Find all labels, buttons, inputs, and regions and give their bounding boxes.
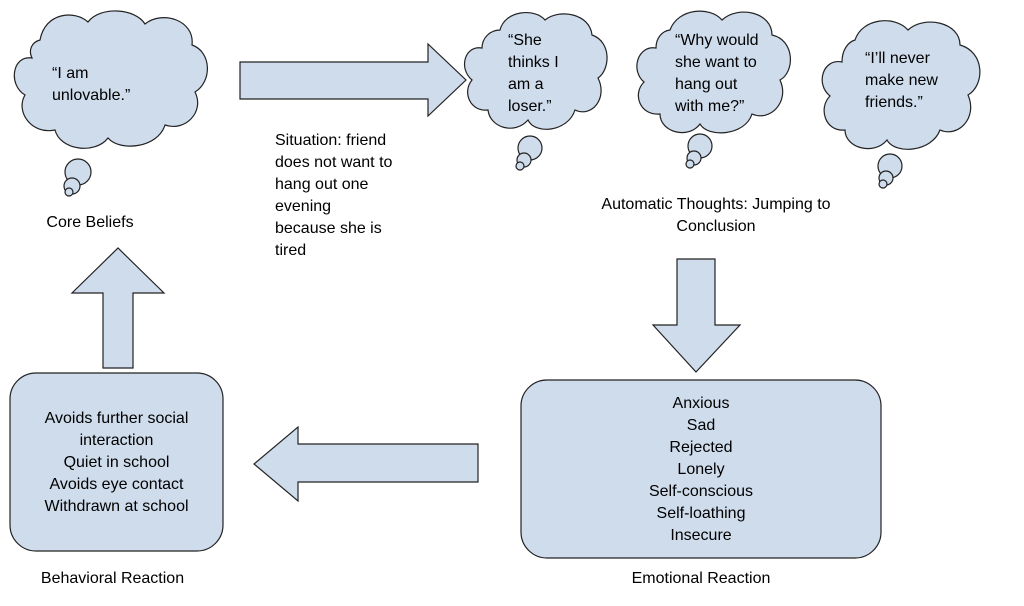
automatic-thoughts-line-2: Conclusion xyxy=(676,218,756,235)
thought-cloud-2-text: “Why would she want to hang out with me?… xyxy=(675,30,759,118)
thought-3-line-1: “I’ll never xyxy=(865,50,930,67)
situation-line-5: because she is xyxy=(275,220,382,237)
thought-1-line-3: am a xyxy=(508,76,544,93)
situation-line-3: hang out one xyxy=(275,176,369,193)
emotion-item-1: Anxious xyxy=(672,395,730,412)
emotional-reaction-box xyxy=(520,379,882,559)
thought-cloud-1 xyxy=(463,12,608,171)
situation-line-1: Situation: friend xyxy=(275,132,387,149)
behavior-item-2: interaction xyxy=(79,432,154,449)
thought-2-line-2: she want to xyxy=(675,54,757,71)
emotion-item-2: Sad xyxy=(686,417,716,434)
thought-cloud-3-text: “I’ll never make new friends.” xyxy=(865,48,938,114)
emotion-item-5: Self-conscious xyxy=(648,483,754,500)
thought-cloud-1-text: “She thinks I am a loser.” xyxy=(508,30,559,118)
thought-3-line-3: friends.” xyxy=(865,94,923,111)
arrow-down-right xyxy=(651,258,742,373)
thought-2-line-1: “Why would xyxy=(675,32,759,49)
core-belief-text: “I am unlovable.” xyxy=(52,63,130,107)
behavior-item-5: Withdrawn at school xyxy=(44,498,189,515)
thought-2-line-3: hang out xyxy=(675,76,738,93)
thought-1-line-2: thinks I xyxy=(508,54,559,71)
arrow-right-top xyxy=(239,42,467,118)
automatic-thoughts-line-1: Automatic Thoughts: Jumping to xyxy=(601,196,831,213)
behavioral-reaction-label: Behavioral Reaction xyxy=(40,570,185,587)
core-belief-cloud xyxy=(13,10,208,197)
situation-line-2: does not want to xyxy=(275,154,393,171)
situation-line-4: evening xyxy=(275,198,332,215)
thought-2-line-4: with me?” xyxy=(675,98,745,115)
thought-cloud-3 xyxy=(821,20,981,189)
thought-1-line-4: loser.” xyxy=(508,98,552,115)
core-belief-line-1: “I am xyxy=(52,65,89,82)
emotion-item-4: Lonely xyxy=(677,461,725,478)
arrow-left-bottom xyxy=(253,425,479,503)
thought-cloud-2 xyxy=(636,10,792,169)
behavior-item-3: Quiet in school xyxy=(63,454,170,471)
situation-text: Situation: friend does not want to hang … xyxy=(275,130,392,262)
emotion-item-7: Insecure xyxy=(670,527,732,544)
behavior-item-1: Avoids further social xyxy=(44,410,189,427)
behavioral-reaction-box xyxy=(9,372,224,552)
emotional-reaction-text: Anxious Sad Rejected Lonely Self-conscio… xyxy=(521,393,881,547)
automatic-thoughts-label: Automatic Thoughts: Jumping to Conclusio… xyxy=(566,194,866,238)
situation-line-6: tired xyxy=(275,242,307,259)
emotional-reaction-label: Emotional Reaction xyxy=(631,570,771,587)
core-belief-line-2: unlovable.” xyxy=(52,87,131,104)
behavioral-reaction-text: Avoids further social interaction Quiet … xyxy=(10,408,223,518)
arrow-up-left xyxy=(70,247,166,369)
thought-3-line-2: make new xyxy=(865,72,938,89)
behavior-item-4: Avoids eye contact xyxy=(49,476,184,493)
emotion-item-6: Self-loathing xyxy=(656,505,746,522)
thought-1-line-1: “She xyxy=(508,32,542,49)
emotion-item-3: Rejected xyxy=(669,439,733,456)
core-beliefs-label: Core Beliefs xyxy=(46,214,134,231)
